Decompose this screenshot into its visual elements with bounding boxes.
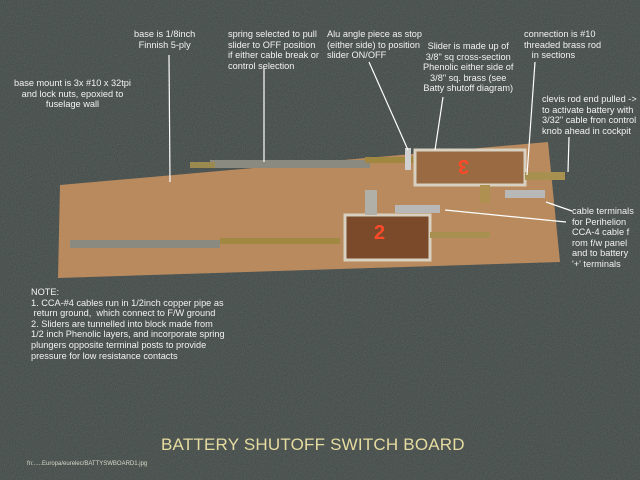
label-base-mount: base mount is 3x #10 x 32tpi and lock nu… xyxy=(14,78,131,110)
switch-mark-2: 2 xyxy=(374,222,386,244)
cable-terminal xyxy=(505,190,545,198)
lower-terminal-post xyxy=(365,190,377,215)
leader-connection xyxy=(526,61,536,176)
lower-cable-terminal xyxy=(395,205,440,213)
alu-angle-stop xyxy=(405,148,411,170)
label-spring: spring selected to pull slider to OFF po… xyxy=(228,29,319,71)
leader-clevis xyxy=(567,136,570,173)
slider-block-2 xyxy=(343,213,432,262)
upper-rod-end xyxy=(190,162,215,168)
label-clevis: clevis rod end pulled -> to activate bat… xyxy=(542,94,637,136)
slider-block-3 xyxy=(413,148,527,187)
label-alu-angle: Alu angle piece as stop (either side) to… xyxy=(327,29,423,61)
leader-terminals-a xyxy=(545,201,573,212)
leader-slider xyxy=(434,96,444,151)
terminal-post xyxy=(480,185,490,203)
leader-terminals-b xyxy=(444,209,567,223)
lower-slider-assembly xyxy=(70,190,490,262)
leader-lines xyxy=(168,54,573,223)
leader-base xyxy=(168,54,171,183)
clevis-rod-end xyxy=(525,172,565,180)
label-base: base is 1/8inch Finnish 5-ply xyxy=(134,29,196,50)
lower-brass-rod xyxy=(220,238,340,244)
upper-spring xyxy=(210,160,370,168)
note-text: NOTE: 1. CCA-#4 cables run in 1/2inch co… xyxy=(31,287,225,361)
switch-mark-3: 3 xyxy=(458,155,470,177)
label-connection: connection is #10 threaded brass rod in … xyxy=(524,29,602,61)
page-title: BATTERY SHUTOFF SWITCH BOARD xyxy=(161,435,465,454)
leader-alu-angle xyxy=(368,61,409,151)
filename-caption: fn:.....Europa/eurelec/BATTYSWBOARD1.jpg xyxy=(27,461,148,467)
upper-brass-rod xyxy=(365,157,420,163)
lower-spring xyxy=(70,240,220,248)
lower-clevis xyxy=(430,232,490,238)
label-slider: Slider is made up of 3/8" sq cross-secti… xyxy=(423,41,514,94)
label-cable-terminals: cable terminals for Perihelion CCA-4 cab… xyxy=(572,206,634,269)
upper-slider-assembly xyxy=(190,148,565,203)
